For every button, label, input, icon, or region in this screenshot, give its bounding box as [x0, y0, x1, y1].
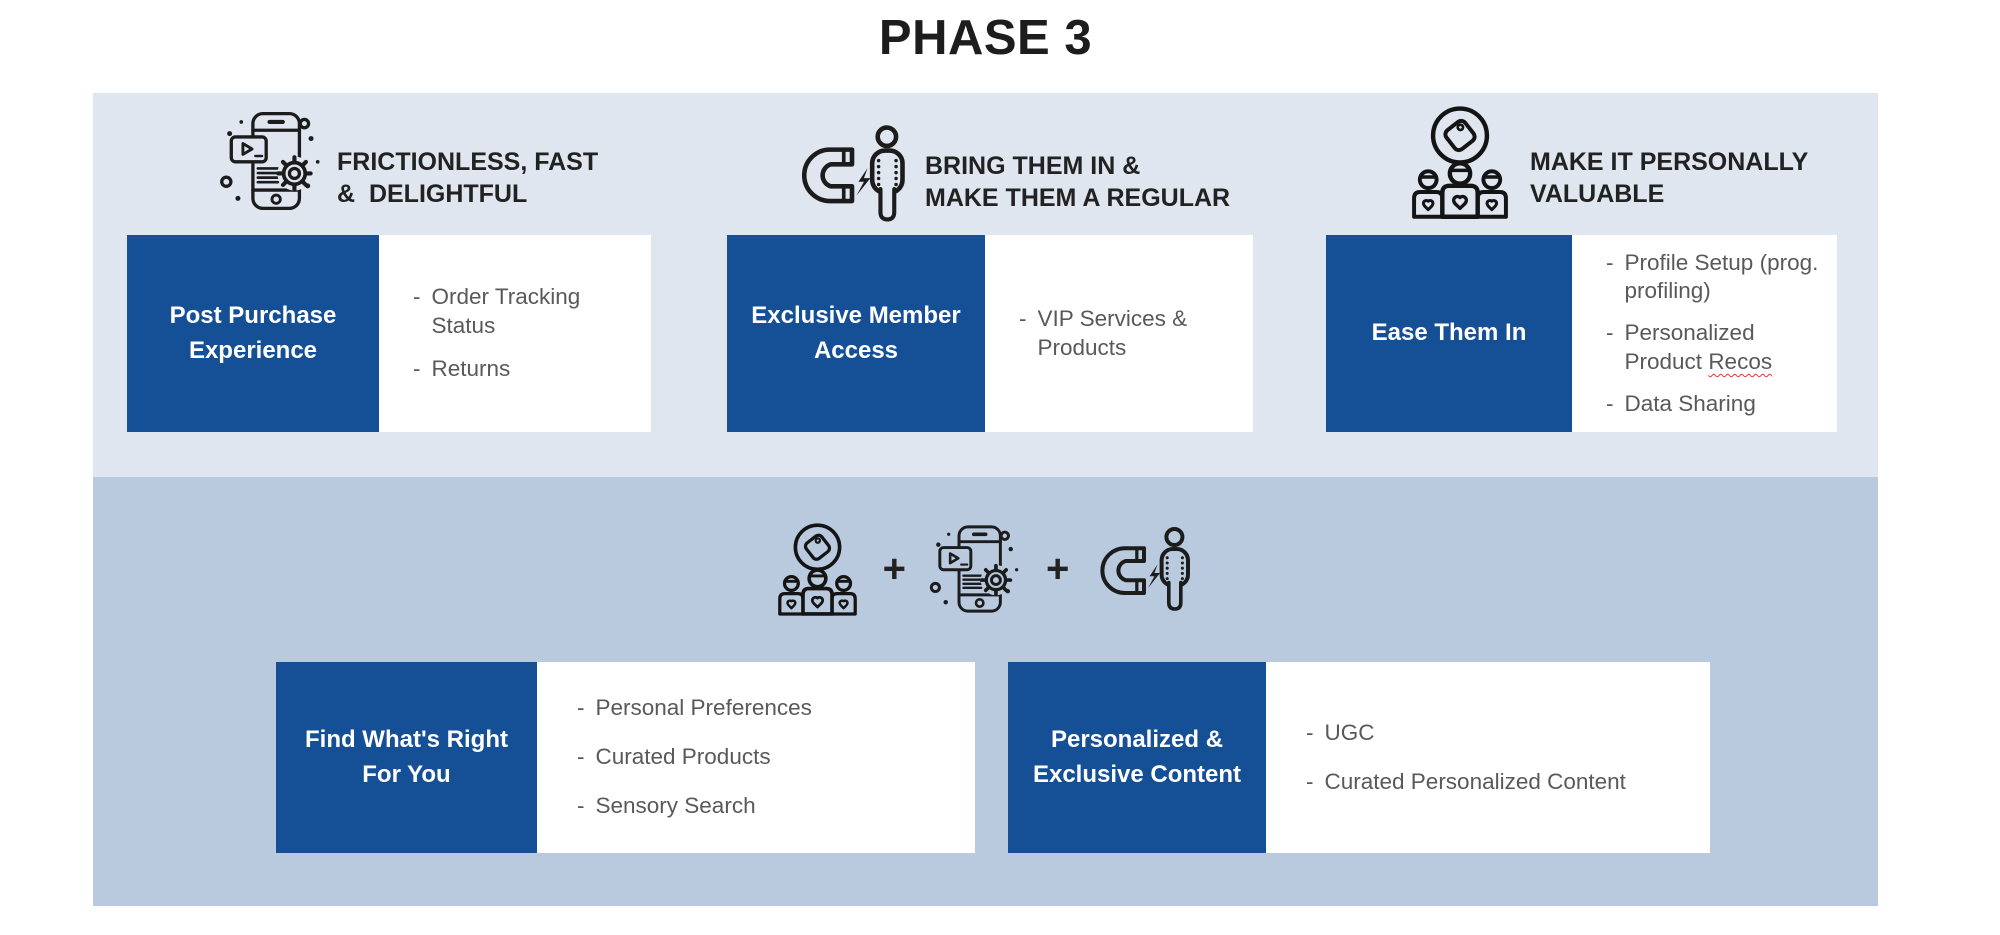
bullet-dash: - [1306, 719, 1314, 745]
card-title: Find What's Right For You [276, 662, 537, 853]
card-title: Post Purchase Experience [127, 235, 379, 432]
bullet-item: - Profile Setup (prog. profiling) [1606, 249, 1829, 307]
feature-card-post-purchase: Post Purchase Experience - Order Trackin… [127, 235, 651, 432]
bullet-text: Profile Setup (prog. profiling) [1624, 249, 1819, 304]
column-heading-bring-them-in: BRING THEM IN & MAKE THEM A REGULAR [925, 151, 1230, 214]
bullet-dash: - [413, 356, 421, 382]
column-heading-frictionless: FRICTIONLESS, FAST & DELIGHTFUL [337, 147, 598, 210]
heading-line: MAKE IT PERSONALLY [1530, 148, 1809, 176]
page-title: PHASE 3 [878, 11, 1093, 65]
spellcheck-word: Recos [1708, 348, 1773, 374]
bullet-text: Data Sharing [1624, 390, 1756, 416]
feature-card-find-whats-right: Find What's Right For You - Personal Pre… [276, 662, 975, 853]
feature-card-personalized-content: Personalized & Exclusive Content - UGC -… [1008, 662, 1710, 853]
top-band: FRICTIONLESS, FAST & DELIGHTFUL BRING TH… [93, 93, 1878, 477]
bullet-text: Curated Personalized Content [1324, 768, 1626, 794]
bottom-band: + + Find What's Right For You - Personal… [93, 477, 1878, 906]
bullet-item: - Personal Preferences [577, 694, 967, 723]
bullet-item: - UGC [1306, 719, 1702, 748]
bullet-text: Curated Products [595, 744, 771, 770]
bullet-item: - Order Tracking Status [413, 283, 643, 341]
bullet-text-part: Personalized Product [1624, 320, 1755, 374]
bullet-dash: - [413, 283, 421, 309]
bullet-text: Order Tracking Status [431, 283, 581, 338]
card-bullets: - Profile Setup (prog. profiling) - Pers… [1572, 235, 1837, 432]
bullet-item: - VIP Services & Products [1019, 305, 1245, 363]
bullet-item: - Curated Products [577, 743, 967, 772]
bullet-dash: - [1606, 249, 1614, 275]
bullet-text: Personalized Product Recos [1625, 319, 1830, 377]
bullet-dash: - [1606, 390, 1614, 416]
card-title: Personalized & Exclusive Content [1008, 662, 1266, 853]
bullet-item: - Data Sharing [1606, 390, 1829, 419]
bullet-dash: - [577, 792, 585, 818]
plus-sign: + [882, 547, 906, 591]
tagged-audience-icon [774, 521, 861, 617]
mobile-app-gear-icon [928, 521, 1024, 617]
tagged-audience-icon [1407, 103, 1513, 221]
mobile-app-gear-icon [218, 107, 326, 215]
bullet-text: UGC [1324, 719, 1375, 745]
heading-line: & DELIGHTFUL [337, 179, 528, 208]
column-heading-personally-valuable: MAKE IT PERSONALLY VALUABLE [1530, 147, 1808, 210]
bullet-item: - Returns [413, 355, 643, 384]
card-bullets: - Order Tracking Status - Returns [379, 235, 651, 432]
card-title: Ease Them In [1326, 235, 1572, 432]
feature-card-ease-them-in: Ease Them In - Profile Setup (prog. prof… [1326, 235, 1837, 432]
bullet-item: - Curated Personalized Content [1306, 768, 1702, 797]
bullet-item: - Personalized Product Recos [1606, 319, 1829, 377]
bullet-dash: - [1019, 305, 1027, 331]
bullet-text: VIP Services & Products [1037, 305, 1188, 360]
bullet-text: Returns [431, 356, 511, 382]
magnet-customer-icon [791, 123, 913, 224]
heading-line: BRING THEM IN & [925, 152, 1141, 180]
heading-line: VALUABLE [1530, 179, 1665, 208]
card-title: Exclusive Member Access [727, 235, 985, 432]
card-bullets: - Personal Preferences - Curated Product… [537, 662, 975, 853]
magnet-customer-icon [1091, 525, 1197, 613]
heading-line: FRICTIONLESS, FAST [337, 148, 599, 176]
heading-line: MAKE THEM A REGULAR [925, 183, 1231, 212]
bullet-text: Personal Preferences [595, 695, 812, 721]
card-bullets: - VIP Services & Products [985, 235, 1253, 432]
bullet-dash: - [577, 744, 585, 770]
bullet-item: - Sensory Search [577, 792, 967, 821]
bullet-dash: - [577, 695, 585, 721]
plus-sign: + [1046, 547, 1070, 591]
bullet-dash: - [1306, 768, 1314, 794]
bullet-text: Sensory Search [595, 792, 756, 818]
bullet-dash: - [1606, 320, 1614, 346]
feature-card-exclusive-member: Exclusive Member Access - VIP Services &… [727, 235, 1253, 432]
card-bullets: - UGC - Curated Personalized Content [1266, 662, 1710, 853]
formula-row: + + [93, 513, 1878, 625]
